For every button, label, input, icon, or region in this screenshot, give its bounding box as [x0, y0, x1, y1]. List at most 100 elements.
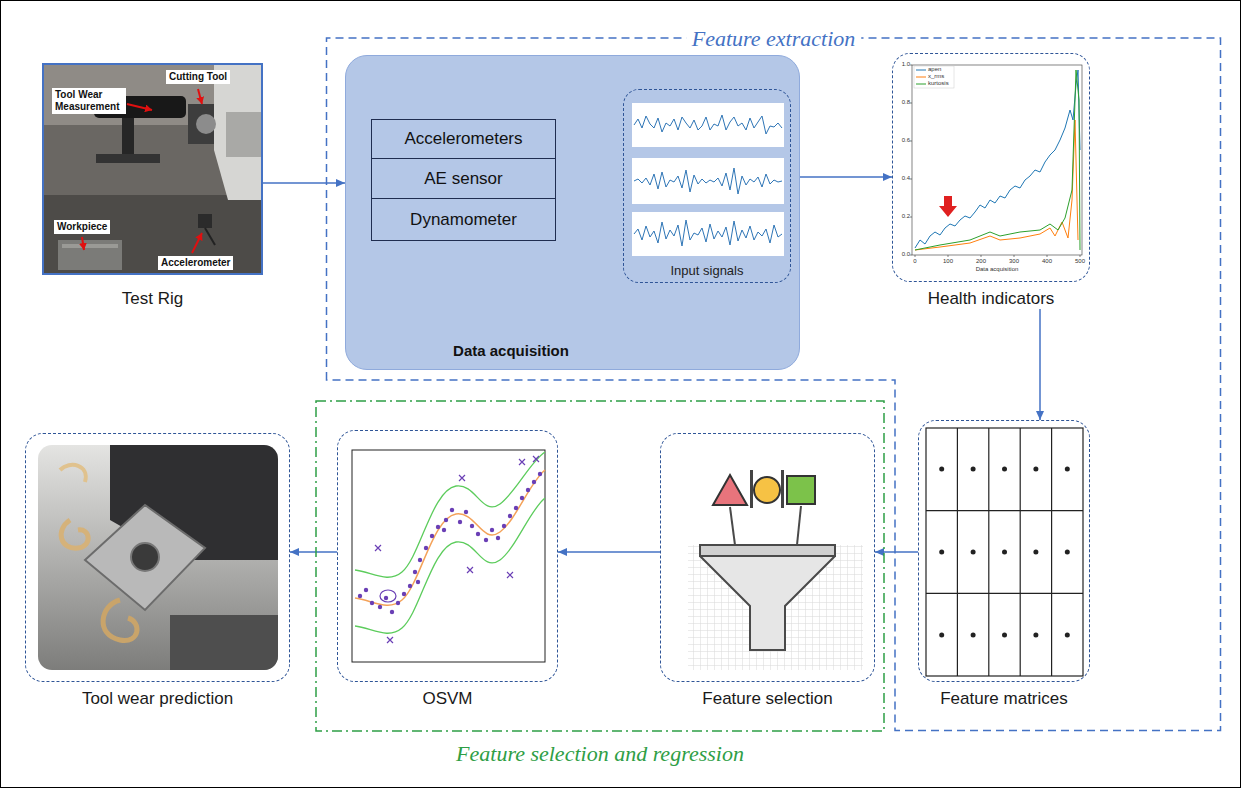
funnel-icon [787, 476, 815, 504]
frame [337, 430, 558, 682]
sensor-name: Accelerometers [404, 129, 522, 149]
tool-wear-photo [85, 505, 205, 610]
caption: Test Rig [122, 289, 183, 309]
tool-wear-photo [60, 465, 86, 482]
tick-label: 0.8 [894, 99, 910, 106]
osvm-plot [430, 534, 434, 538]
frame [918, 420, 1090, 682]
osvm-plot [424, 546, 428, 550]
frame [892, 53, 1090, 282]
test-rig-photo [214, 65, 261, 200]
osvm-plot [484, 538, 488, 542]
signal-waveforms [634, 220, 782, 246]
legend-text: apen [928, 66, 941, 73]
osvm-plot [436, 525, 440, 529]
osvm-plot [532, 480, 536, 484]
feature-matrix-grid [1002, 550, 1007, 555]
feature-matrix-grid [1065, 633, 1070, 638]
selection-regression-region: Feature selection and regression Feature … [315, 400, 885, 768]
osvm-plot [416, 580, 420, 584]
caption: OSVM [422, 689, 472, 709]
funnel-icon [700, 545, 835, 650]
flow-arrow [800, 176, 892, 178]
test-rig-photo [205, 228, 215, 245]
osvm-plot [358, 472, 542, 614]
test-rig-photo [198, 89, 202, 104]
signal-waveforms [632, 103, 784, 147]
osvm-plot [408, 584, 412, 588]
legend-text: x_rms [928, 73, 944, 80]
osvm-plot [355, 498, 545, 633]
test-rig-photo [127, 104, 152, 110]
osvm-plot [502, 524, 506, 528]
signal-waveforms [632, 212, 784, 256]
funnel-icon [797, 506, 801, 545]
test-rig-photo [44, 195, 261, 273]
osvm-plot [458, 520, 462, 524]
health-indicator-chart [939, 196, 957, 217]
feature-matrix-grid [1033, 550, 1038, 555]
health-indicator-chart [910, 65, 1082, 257]
sensor-box: Accelerometers [371, 119, 556, 159]
health-indicator-chart [912, 65, 1082, 255]
osvm-plot [352, 450, 545, 662]
tick-label: 500 [1070, 258, 1090, 265]
feature-matrix-grid [926, 428, 1083, 676]
feature-matrix-grid [971, 550, 976, 555]
feature-matrix-grid [926, 428, 1083, 676]
osvm-plot [402, 592, 406, 596]
osvm-plot [390, 610, 394, 614]
data-acquisition-box: Data acquisition Accelerometers AE sensorD… [345, 55, 800, 370]
region-outline [327, 38, 1221, 731]
tool-wear-photo [38, 445, 278, 670]
tick-label: 1.0 [894, 61, 910, 68]
osvm-plot [450, 508, 454, 512]
health-indicator-chart [915, 70, 1080, 250]
test-rig-photo [226, 112, 261, 157]
region-outline [316, 401, 884, 731]
health-indicator-chart [914, 66, 954, 88]
osvm-plot [355, 452, 545, 577]
tick-label: 300 [1004, 258, 1024, 265]
tick-label: 0 [905, 258, 925, 265]
funnel-icon [713, 475, 747, 505]
feature-matrix-grid [939, 467, 944, 472]
test-rig-photo [196, 114, 216, 134]
sensor-name: AE sensor [424, 169, 502, 189]
feature-matrices-node: Feature matrices [918, 420, 1090, 709]
region-outline [315, 400, 885, 768]
funnel-icon [750, 470, 753, 508]
osvm-plot [358, 594, 362, 598]
tick-label: 0.6 [894, 137, 910, 144]
osvm-plot [464, 510, 468, 514]
frame [25, 433, 290, 682]
sensor-box: AE sensor [371, 159, 556, 199]
test-rig-photo [44, 65, 261, 273]
legend-text: kurtosis [928, 80, 949, 87]
test-rig-photo [82, 237, 84, 250]
feature-selection-node: Feature selection [660, 433, 875, 709]
signal-waveforms [624, 90, 792, 284]
part-label: Workpiece [54, 220, 110, 234]
health-indicator-chart [916, 84, 926, 85]
group-title: Data acquisition [346, 342, 676, 359]
osvm-plot [476, 532, 480, 536]
region-title: Feature extraction [686, 26, 862, 51]
tool-wear-photo [38, 445, 278, 670]
caption: Input signals [671, 263, 744, 279]
feature-matrix-grid [939, 550, 944, 555]
health-indicator-chart [915, 70, 1080, 248]
health-indicator-chart [916, 70, 926, 71]
tick-label: 0.2 [894, 213, 910, 220]
caption: Feature selection [702, 689, 832, 709]
test-rig-photo [96, 154, 160, 163]
tool-wear-photo [131, 543, 159, 571]
feature-matrix-grid [1033, 633, 1038, 638]
region-title: Feature selection and regression [450, 741, 750, 766]
health-indicator-chart [916, 77, 926, 78]
osvm-plot [526, 488, 530, 492]
sensor-box: Dynamometer [371, 199, 556, 241]
funnel-icon [688, 545, 863, 670]
feature-matrix-grid [971, 633, 976, 638]
